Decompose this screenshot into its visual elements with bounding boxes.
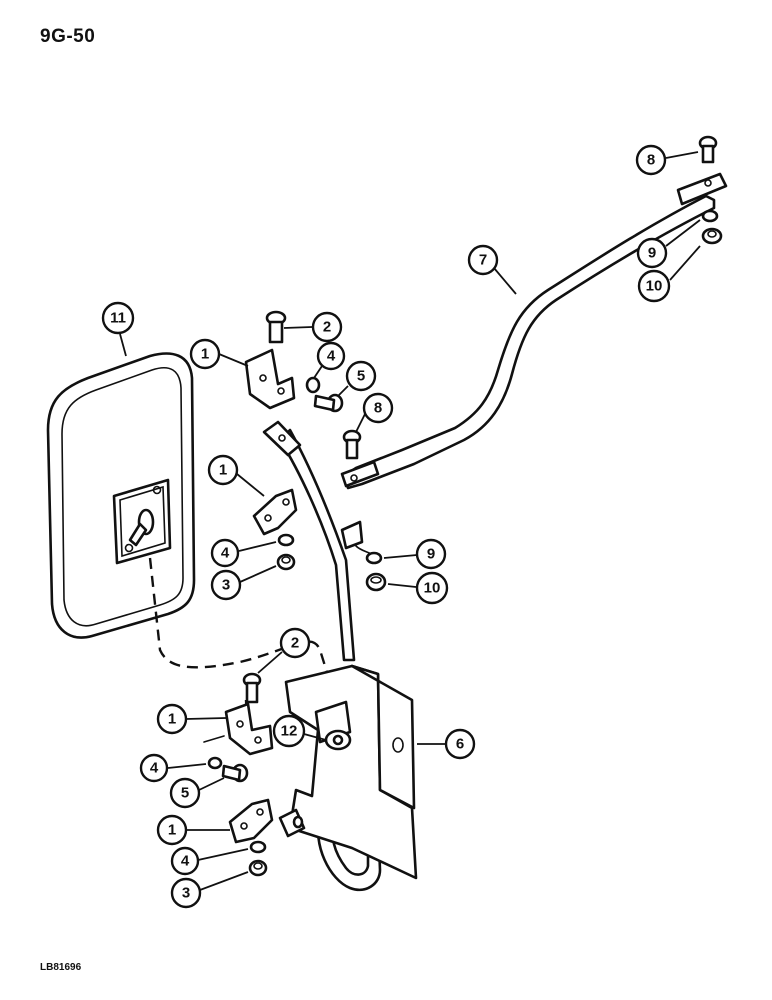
callout-8-mid: 8 [355, 392, 394, 433]
angle-bracket-1c [203, 702, 274, 756]
callout-7: 7 [467, 244, 517, 295]
washer-4c [207, 756, 223, 770]
callout-label: 7 [479, 252, 487, 269]
callout-4-c: 4 [139, 753, 207, 783]
callout-10-mid: 10 [387, 571, 449, 605]
bolt-top-2 [265, 310, 287, 344]
callout-8-top: 8 [635, 144, 699, 176]
callout-10-top: 10 [637, 245, 701, 303]
callout-5-a: 5 [337, 360, 377, 397]
page-code: 9G-50 [40, 26, 96, 47]
nut-10b [701, 227, 723, 245]
bolt-lower-2 [242, 672, 262, 704]
callout-1-a: 1 [189, 338, 249, 370]
callout-label: 10 [646, 278, 663, 295]
callout-4-a: 4 [313, 341, 346, 379]
arm-clip [340, 520, 377, 559]
angle-bracket-1b [252, 488, 298, 536]
clamp-bolt [324, 729, 352, 751]
callout-label: 1 [219, 462, 227, 479]
callout-label: 1 [168, 822, 176, 839]
callout-label: 11 [110, 310, 126, 327]
bolt-mid-8 [342, 429, 362, 460]
callout-9-mid: 9 [383, 538, 447, 570]
long-arm [340, 172, 728, 490]
washer-9b [701, 209, 719, 223]
callout-3-b: 3 [170, 871, 249, 909]
callout-3-a: 3 [210, 565, 277, 601]
angle-bracket-1a [244, 348, 296, 410]
callout-label: 9 [427, 546, 435, 563]
reference-code: LB81696 [40, 962, 82, 973]
washer-4d [249, 840, 267, 854]
bolt-top-5 [313, 393, 344, 413]
callout-label: 6 [456, 736, 464, 753]
callout-label: 5 [181, 785, 189, 802]
callout-label: 8 [374, 400, 382, 417]
nut-10a [365, 572, 387, 592]
callout-6: 6 [417, 728, 476, 760]
callout-4-b: 4 [210, 538, 277, 568]
callout-label: 12 [281, 723, 298, 740]
mirror-alignment-dashline [148, 557, 332, 683]
callout-label: 10 [424, 580, 441, 597]
mounting-bracket [278, 664, 418, 880]
washer-9a [365, 551, 383, 565]
callout-label: 2 [323, 319, 331, 336]
callout-label: 5 [357, 368, 365, 385]
callout-label: 4 [327, 348, 336, 365]
nut-3a [276, 553, 296, 571]
callout-label: 2 [291, 635, 299, 652]
callout-9-top: 9 [636, 219, 701, 269]
callout-label: 1 [201, 346, 209, 363]
callout-label: 4 [150, 760, 159, 777]
callout-4-d: 4 [170, 846, 249, 876]
washer-4a [305, 376, 321, 394]
nut-3b [248, 859, 268, 877]
callout-label: 8 [647, 152, 655, 169]
callout-2-lower: 2 [257, 627, 311, 674]
washer-4b [277, 533, 295, 547]
callout-1-d: 1 [156, 814, 230, 846]
mirror-head [46, 352, 196, 639]
bolt-lower-5 [221, 763, 249, 783]
callout-5-b: 5 [169, 777, 225, 809]
bolt-right-8 [698, 135, 718, 164]
callout-label: 1 [168, 711, 176, 728]
callout-2-top: 2 [283, 311, 343, 343]
callout-11: 11 [101, 301, 135, 357]
callout-label: 3 [182, 885, 190, 902]
callout-label: 4 [181, 853, 190, 870]
callout-1-b: 1 [207, 454, 265, 497]
angle-bracket-1d [228, 798, 274, 844]
callout-label: 4 [221, 545, 230, 562]
callout-12: 12 [272, 714, 327, 748]
callout-label: 3 [222, 577, 230, 594]
callout-label: 9 [648, 245, 656, 262]
callout-1-c: 1 [156, 703, 227, 735]
